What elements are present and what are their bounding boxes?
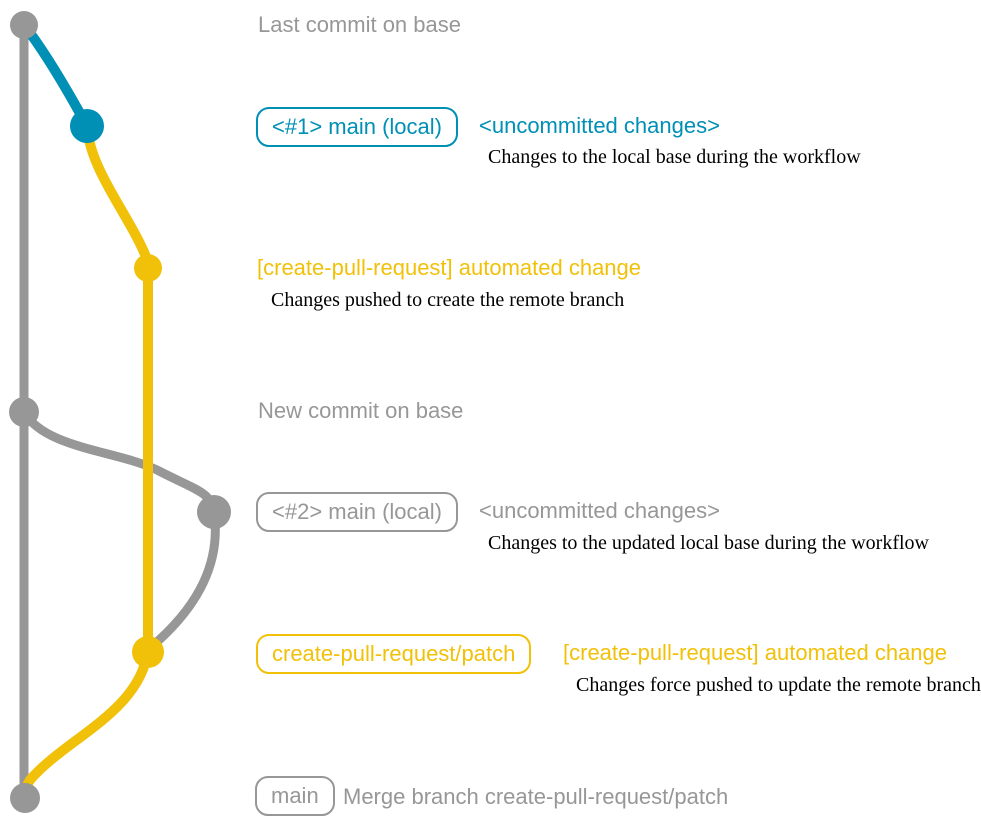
uncommitted-changes-1-label: <uncommitted changes> [479, 113, 720, 138]
main2-to-patch-curve [145, 507, 220, 653]
branch-badge-main: main [255, 776, 335, 816]
uncommitted-changes-2-label: <uncommitted changes> [479, 498, 720, 523]
merge-commit-label: Merge branch create-pull-request/patch [343, 784, 729, 809]
base-to-main1-curve [19, 20, 92, 131]
commit-dot-merge [10, 783, 40, 813]
branch-badge-main1: <#1> main (local) [256, 107, 458, 147]
commit-dot-new-base [9, 397, 39, 427]
uncommitted-changes-2-note: Changes to the updated local base during… [488, 532, 929, 554]
branch-badge-patch: create-pull-request/patch [256, 634, 532, 674]
patch-branch-line [82, 121, 153, 657]
cpr-commit-1-label: [create-pull-request] automated change [257, 255, 642, 280]
commit-dot-main1 [70, 109, 104, 143]
uncommitted-changes-1-note: Changes to the local base during the wor… [488, 146, 861, 168]
patch-merge-curve [20, 645, 153, 803]
commit-dot-cpr-1 [134, 254, 162, 282]
cpr-commit-1-note: Changes pushed to create the remote bran… [271, 289, 625, 311]
commit-dot-cpr-2 [132, 636, 164, 668]
branch-badge-main2: <#2> main (local) [256, 492, 458, 532]
last-commit-label: Last commit on base [258, 12, 461, 37]
cpr-commit-2-note: Changes force pushed to update the remot… [576, 674, 981, 696]
commit-dot-last-base [10, 11, 38, 39]
commit-dot-main2 [197, 495, 231, 529]
base-to-main2-curve [19, 407, 219, 517]
cpr-commit-2-label: [create-pull-request] automated change [563, 640, 948, 665]
new-commit-label: New commit on base [258, 398, 464, 423]
